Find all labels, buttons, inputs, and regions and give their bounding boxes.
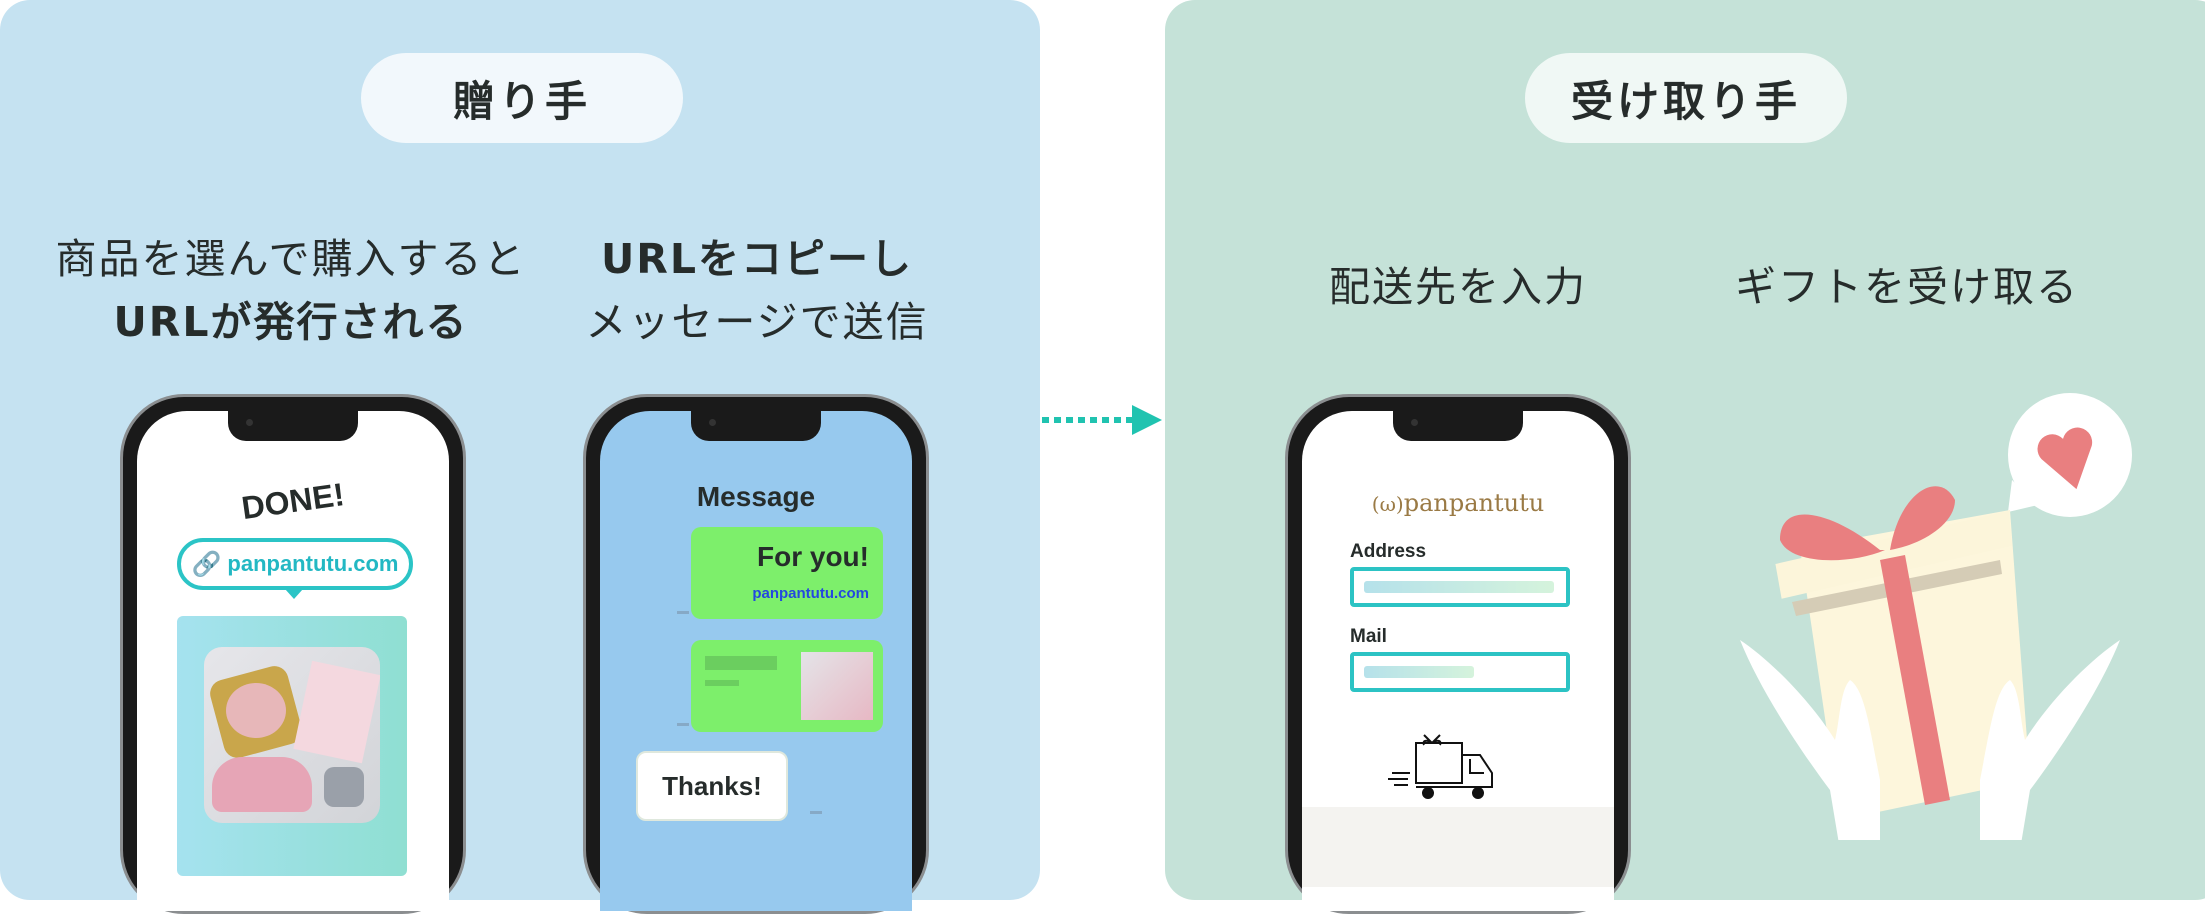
- phone-address-form: (ω)panpantutu Address Mail: [1285, 394, 1631, 914]
- gift-receive-illustration: [1740, 393, 2132, 840]
- phone-purchase-done: DONE! 🔗 panpantutu.com: [120, 394, 466, 914]
- done-heading: DONE!: [239, 476, 347, 527]
- giver-title: 贈り手: [361, 53, 683, 143]
- bubble-link[interactable]: panpantutu.com: [752, 585, 869, 602]
- address-label: Address: [1350, 541, 1427, 562]
- hands-icon: [1740, 640, 2120, 840]
- product-photo: [204, 647, 380, 823]
- thanks-bubble: Thanks!: [636, 751, 788, 821]
- preview-thumbnail: [801, 652, 873, 720]
- caption-line: URLをコピーし: [601, 235, 913, 283]
- bubble-title: For you!: [757, 541, 869, 572]
- phone-notch: [228, 411, 358, 441]
- link-preview-bubble[interactable]: [691, 640, 883, 732]
- product-card: [177, 616, 407, 876]
- gift-message-bubble: For you! panpantutu.com: [691, 527, 883, 619]
- giver-step1-caption: 商品を選んで購入すると URLが発行される: [56, 228, 527, 354]
- phone-message: Message For you! panpantutu.com Thanks!: [583, 394, 929, 914]
- mail-input[interactable]: [1350, 652, 1570, 692]
- giver-step2-caption: URLをコピーし メッセージで送信: [585, 228, 928, 354]
- caption-line: 商品を選んで購入すると: [55, 235, 527, 283]
- delivery-truck-icon: [1388, 734, 1493, 799]
- flow-arrow-icon: [1042, 405, 1162, 435]
- url-text: panpantutu.com: [227, 551, 399, 576]
- receiver-step1-caption: 配送先を入力: [1329, 263, 1587, 311]
- phone-notch: [691, 411, 821, 441]
- link-icon: 🔗: [191, 550, 222, 578]
- message-heading: Message: [696, 481, 816, 512]
- receiver-title: 受け取り手: [1525, 53, 1847, 143]
- receiver-step2-caption: ギフトを受け取る: [1735, 263, 2079, 311]
- address-input[interactable]: [1350, 567, 1570, 607]
- heart-speech-bubble-icon: [2008, 393, 2132, 517]
- mail-label: Mail: [1350, 626, 1387, 647]
- phone-notch: [1393, 411, 1523, 441]
- url-pill[interactable]: 🔗 panpantutu.com: [177, 538, 413, 590]
- caption-line: URLが発行される: [113, 298, 469, 346]
- caption-line: メッセージで送信: [585, 298, 929, 346]
- brand-logo: (ω)panpantutu: [1371, 489, 1545, 517]
